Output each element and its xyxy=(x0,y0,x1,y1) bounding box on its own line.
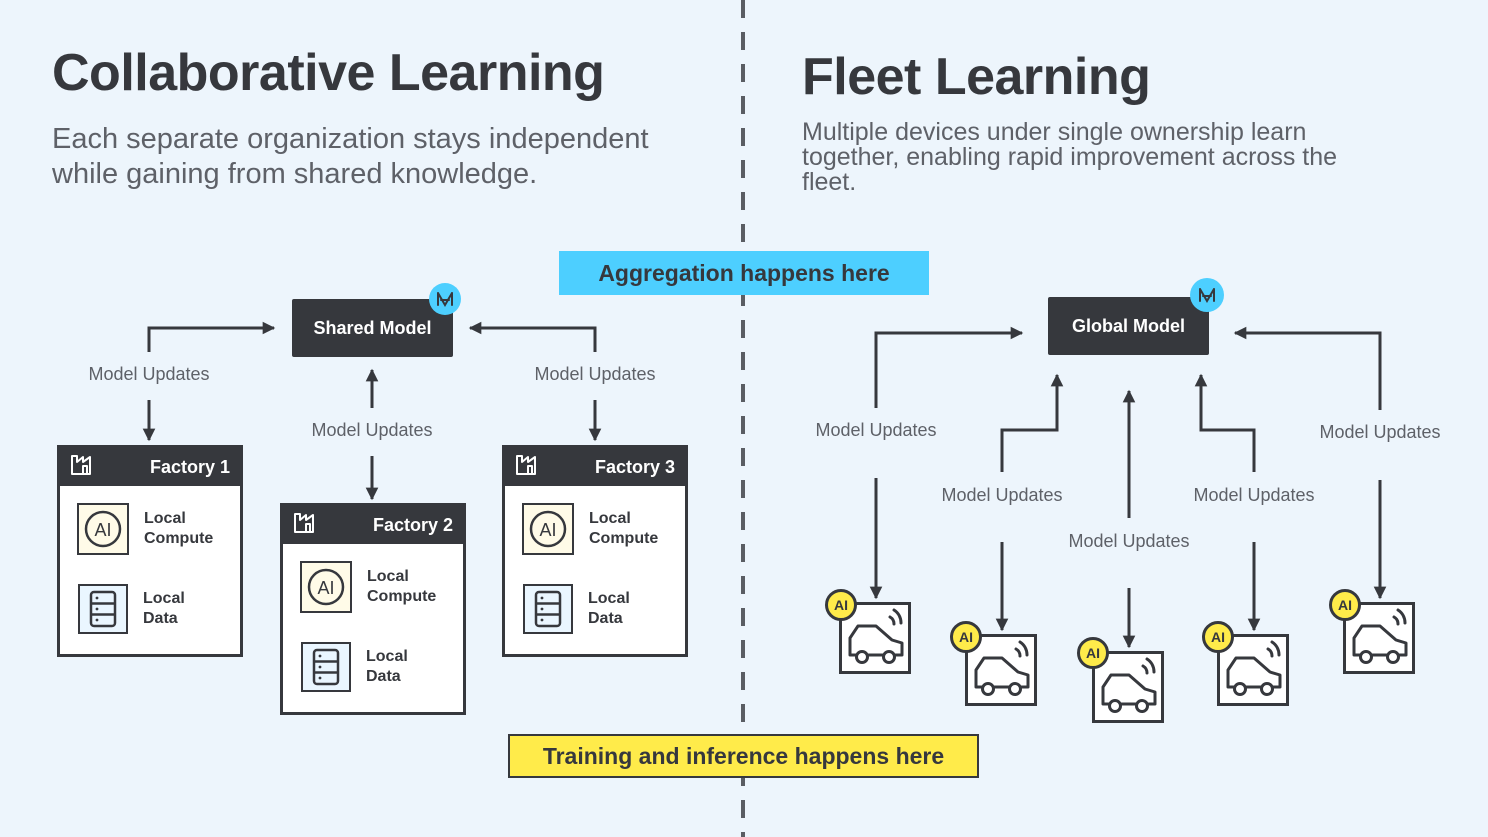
right-subtitle-line: together, enabling rapid improvement acr… xyxy=(802,143,1338,171)
model-hub-icon xyxy=(429,283,461,315)
database-icon xyxy=(301,642,351,692)
edge-label-car3: Model Updates xyxy=(1068,531,1190,551)
edge-car2-to-global xyxy=(1000,373,1064,472)
left-subtitle-line: Each separate organization stays indepen… xyxy=(52,123,649,155)
ai-badge: AI xyxy=(950,621,982,653)
edge-label-factory1: Model Updates xyxy=(88,364,210,384)
factory-name: Factory 2 xyxy=(372,514,453,535)
right-subtitle: Multiple devices under single ownership … xyxy=(802,120,1337,195)
data-label: Data xyxy=(366,668,401,685)
edge-car1-to-global xyxy=(874,326,1024,408)
ai-chip-icon: AI xyxy=(522,503,574,555)
data-label: Data xyxy=(143,610,178,627)
edge-factory1-to-shared xyxy=(147,321,276,352)
data-label: Local xyxy=(143,590,185,607)
aggregation-callout: Aggregation happens here xyxy=(559,251,929,295)
compute-label: Compute xyxy=(589,530,659,547)
compute-label: Local xyxy=(589,510,631,527)
svg-text:AI: AI xyxy=(539,520,556,540)
left-title: Collaborative Learning xyxy=(52,44,605,102)
ai-chip-icon: AI xyxy=(300,561,352,613)
svg-text:AI: AI xyxy=(317,578,334,598)
edge-car4-to-global xyxy=(1194,373,1256,472)
factory-header: Factory 2 xyxy=(283,506,463,544)
factory-icon xyxy=(293,512,319,539)
edge-label-factory2: Model Updates xyxy=(311,420,433,440)
edge-label-car5: Model Updates xyxy=(1319,422,1441,442)
right-subtitle-line: Multiple devices under single ownership … xyxy=(802,118,1307,146)
right-title: Fleet Learning xyxy=(802,48,1151,106)
ai-badge: AI xyxy=(825,589,857,621)
left-subtitle-line: while gaining from shared knowledge. xyxy=(52,158,538,190)
data-label: Data xyxy=(588,610,623,627)
svg-text:AI: AI xyxy=(94,520,111,540)
shared-model-node[interactable]: Shared Model xyxy=(292,299,453,357)
factory-name: Factory 1 xyxy=(149,456,230,477)
right-subtitle-line: fleet. xyxy=(802,168,857,196)
edge-label-car2: Model Updates xyxy=(941,485,1063,505)
edge-factory3-to-shared xyxy=(468,321,597,352)
factory-header: Factory 3 xyxy=(505,448,685,486)
compute-label: Local xyxy=(367,568,409,585)
ai-badge: AI xyxy=(1202,621,1234,653)
ai-badge: AI xyxy=(1329,589,1361,621)
factory-header: Factory 1 xyxy=(60,448,240,486)
connected-car-icon xyxy=(974,640,1030,696)
left-subtitle: Each separate organization stays indepen… xyxy=(52,122,649,192)
edge-car5-to-global xyxy=(1233,326,1382,410)
connected-car-icon xyxy=(848,608,904,664)
connected-car-icon xyxy=(1226,640,1282,696)
global-model-label: Global Model xyxy=(1071,315,1185,336)
ai-badge: AI xyxy=(1077,637,1109,669)
global-model-node[interactable]: Global Model xyxy=(1048,297,1209,355)
data-label: Local xyxy=(366,648,408,665)
shared-model-label: Shared Model xyxy=(313,317,432,338)
edge-label-car1: Model Updates xyxy=(815,420,937,440)
connected-car-icon xyxy=(1352,608,1408,664)
connected-car-icon xyxy=(1101,657,1157,713)
factory-icon xyxy=(515,454,541,481)
edge-label-factory3: Model Updates xyxy=(534,364,656,384)
training-callout: Training and inference happens here xyxy=(508,734,979,778)
factory-icon xyxy=(70,454,96,481)
database-icon xyxy=(78,584,128,634)
ai-chip-icon: AI xyxy=(77,503,129,555)
model-hub-icon xyxy=(1190,278,1224,312)
compute-label: Local xyxy=(144,510,186,527)
compute-label: Compute xyxy=(367,588,437,605)
database-icon xyxy=(523,584,573,634)
compute-label: Compute xyxy=(144,530,214,547)
edge-label-car4: Model Updates xyxy=(1193,485,1315,505)
section-divider xyxy=(741,0,745,837)
factory-name: Factory 3 xyxy=(594,456,675,477)
data-label: Local xyxy=(588,590,630,607)
